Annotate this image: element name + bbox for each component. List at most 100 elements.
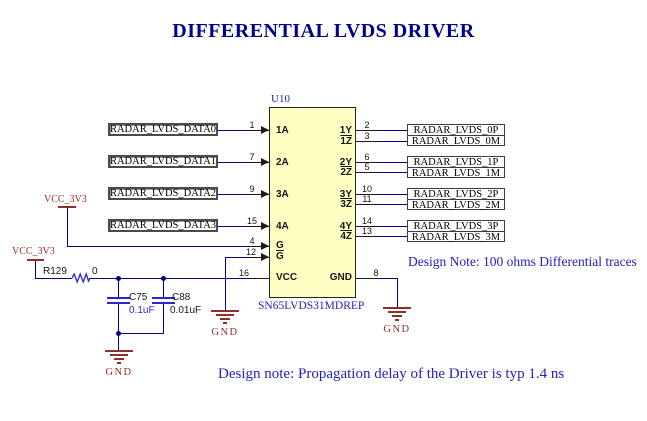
pin-name: 2Y bbox=[339, 157, 352, 168]
wire-segment bbox=[218, 226, 250, 227]
pin-stub bbox=[250, 246, 269, 247]
pin-stub bbox=[356, 162, 378, 163]
net-label-output: RADAR_LVDS_2M bbox=[411, 200, 501, 211]
resistor-refdes: R129 bbox=[43, 266, 67, 277]
junction-dot bbox=[161, 276, 166, 281]
pin-number: 1 bbox=[249, 120, 255, 130]
net-label-input: RADAR_LVDS_DATA0 bbox=[108, 123, 218, 136]
capacitor-plate bbox=[152, 302, 175, 304]
pin-stub bbox=[250, 226, 269, 227]
wire-segment bbox=[35, 278, 72, 279]
pin-stub bbox=[250, 130, 269, 131]
pin-number: 5 bbox=[364, 162, 370, 172]
pin-number: 16 bbox=[238, 268, 249, 278]
input-arrow-icon bbox=[261, 222, 269, 230]
pin-stub bbox=[250, 162, 269, 163]
net-label-input: RADAR_LVDS_DATA1 bbox=[108, 155, 218, 168]
wire-segment bbox=[218, 162, 250, 163]
pin-stub bbox=[250, 257, 269, 258]
pin-number: 15 bbox=[246, 216, 257, 226]
input-arrow-icon bbox=[261, 126, 269, 134]
vcc-net-label: VCC_3V3 bbox=[12, 246, 55, 257]
wire-segment bbox=[163, 279, 164, 297]
wire-segment bbox=[397, 278, 398, 307]
pin-number: 12 bbox=[245, 247, 256, 257]
net-label-input: RADAR_LVDS_DATA2 bbox=[108, 187, 218, 200]
wire-segment bbox=[378, 141, 407, 142]
pin-name: 4Y bbox=[339, 221, 352, 232]
capacitor-plate bbox=[107, 302, 130, 304]
pin-stub bbox=[356, 194, 378, 195]
wire-segment bbox=[378, 226, 407, 227]
pin-number: 8 bbox=[373, 268, 379, 278]
net-label-output-pair: RADAR_LVDS_1P RADAR_LVDS_1M bbox=[407, 156, 505, 179]
ic-refdes: U10 bbox=[271, 93, 290, 105]
pin-name: 3Y bbox=[339, 189, 352, 200]
capacitor-plate bbox=[152, 297, 175, 299]
wire-segment bbox=[378, 172, 407, 173]
net-label-input: RADAR_LVDS_DATA3 bbox=[108, 219, 218, 232]
pin-number: 2 bbox=[364, 120, 370, 130]
wire-segment bbox=[378, 162, 407, 163]
pin-number: 11 bbox=[362, 194, 372, 204]
wire-segment bbox=[225, 257, 226, 310]
net-label-output: RADAR_LVDS_0P bbox=[408, 125, 504, 136]
junction-dot bbox=[116, 331, 121, 336]
page-title: DIFFERENTIAL LVDS DRIVER bbox=[172, 20, 475, 42]
vcc-power-bar bbox=[58, 206, 76, 208]
wire-segment bbox=[378, 278, 398, 279]
wire-segment bbox=[225, 257, 250, 258]
pin-name: GND bbox=[329, 272, 352, 283]
gnd-net-label: GND bbox=[211, 327, 239, 338]
capacitor-plate bbox=[107, 297, 130, 299]
gnd-symbol: GND bbox=[375, 307, 419, 335]
wire-segment bbox=[378, 130, 407, 131]
pin-number: 14 bbox=[361, 216, 372, 226]
capacitor-refdes: C88 bbox=[172, 292, 191, 303]
pin-name: G bbox=[276, 251, 284, 262]
vcc-net-label: VCC_3V3 bbox=[44, 194, 87, 205]
pin-name: 3A bbox=[276, 189, 289, 200]
pin-number: 13 bbox=[361, 226, 372, 236]
pin-number: 3 bbox=[364, 131, 370, 141]
pin-number: 10 bbox=[361, 184, 372, 194]
net-label-output-pair: RADAR_LVDS_0P RADAR_LVDS_0M bbox=[407, 124, 505, 147]
wire-segment bbox=[118, 333, 164, 334]
net-label-output: RADAR_LVDS_2P bbox=[408, 189, 504, 200]
wire-segment bbox=[118, 304, 119, 333]
net-label-output: RADAR_LVDS_0M bbox=[411, 136, 501, 147]
capacitor-value: 0.1uF bbox=[129, 305, 155, 316]
ic-part-number: SN65LVDS31MDREP bbox=[258, 300, 365, 312]
wire-segment bbox=[90, 278, 250, 279]
pin-number: 7 bbox=[249, 152, 255, 162]
wire-segment bbox=[218, 194, 250, 195]
capacitor-refdes: C75 bbox=[129, 292, 148, 303]
wire-segment bbox=[35, 261, 36, 278]
pin-name: 4A bbox=[276, 221, 289, 232]
gnd-symbol: GND bbox=[203, 310, 247, 338]
input-arrow-icon bbox=[261, 158, 269, 166]
pin-name: G bbox=[276, 240, 284, 251]
net-label-output-pair: RADAR_LVDS_3P RADAR_LVDS_3M bbox=[407, 220, 505, 243]
pin-stub bbox=[356, 278, 378, 279]
pin-stub bbox=[250, 278, 269, 279]
wire-segment bbox=[378, 204, 407, 205]
wire-segment bbox=[67, 208, 68, 246]
junction-dot bbox=[116, 276, 121, 281]
design-note-propagation: Design note: Propagation delay of the Dr… bbox=[218, 366, 565, 382]
pin-stub bbox=[250, 194, 269, 195]
resistor-symbol bbox=[72, 272, 90, 284]
vcc-power-bar bbox=[27, 259, 44, 261]
ic-body bbox=[269, 107, 356, 298]
net-label-output: RADAR_LVDS_3P bbox=[408, 221, 504, 232]
gnd-net-label: GND bbox=[105, 367, 133, 378]
net-label-output-pair: RADAR_LVDS_2P RADAR_LVDS_2M bbox=[407, 188, 505, 211]
wire-segment bbox=[163, 304, 164, 333]
pin-name: 2Z bbox=[340, 167, 352, 178]
pin-number: 4 bbox=[249, 236, 255, 246]
wire-segment bbox=[378, 194, 407, 195]
input-arrow-icon bbox=[261, 253, 269, 261]
net-label-output: RADAR_LVDS_1P bbox=[408, 157, 504, 168]
wire-segment bbox=[218, 130, 250, 131]
pin-number: 9 bbox=[249, 184, 255, 194]
